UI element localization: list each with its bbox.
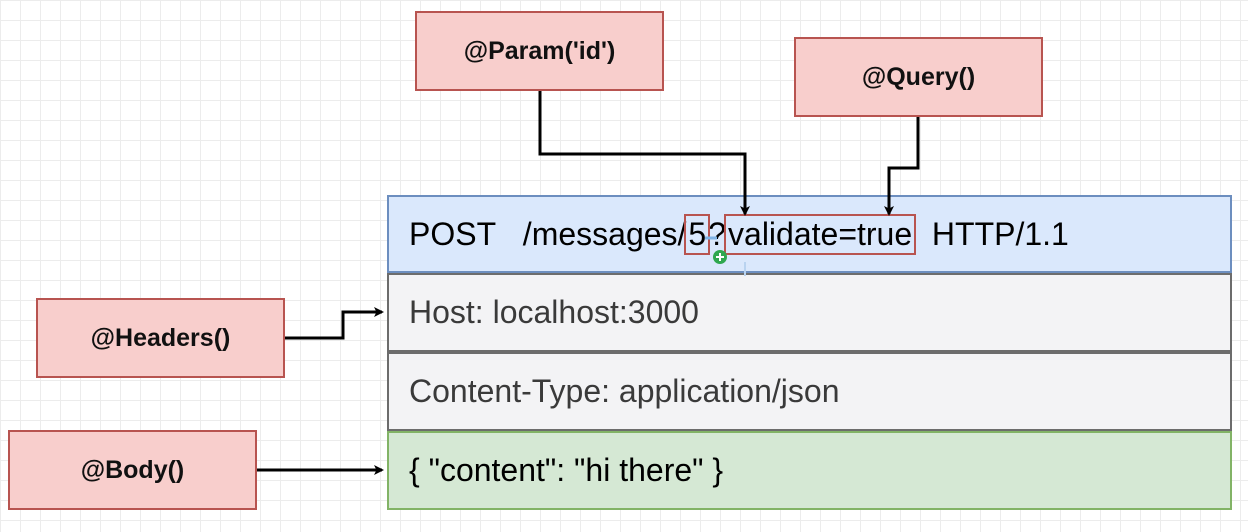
param-decorator-box[interactable]: @Param('id') xyxy=(415,11,664,91)
query-separator: ? xyxy=(708,215,727,252)
headers-decorator-box[interactable]: @Headers() xyxy=(36,298,285,378)
body-decorator-label: @Body() xyxy=(80,455,185,484)
request-path: /message xyxy=(522,215,662,252)
http-method: POST xyxy=(409,215,497,252)
request-body-text: { "content": "hi there" } xyxy=(409,452,724,488)
query-decorator-label: @Query() xyxy=(861,62,976,91)
content-type-header-row[interactable]: Content-Type: application/json xyxy=(387,352,1232,431)
headers-decorator-label: @Headers() xyxy=(90,323,231,352)
host-header-text: Host: localhost:3000 xyxy=(409,294,699,330)
request-body-row[interactable]: { "content": "hi there" } xyxy=(387,431,1232,510)
host-header-row[interactable]: Host: localhost:3000 xyxy=(387,273,1232,352)
query-string[interactable]: validate=true xyxy=(724,213,917,255)
route-param-id[interactable]: 5 xyxy=(684,213,711,255)
http-protocol: HTTP/1.1 xyxy=(931,215,1069,252)
body-decorator-box[interactable]: @Body() xyxy=(8,430,257,510)
query-decorator-box[interactable]: @Query() xyxy=(794,37,1043,117)
param-decorator-label: @Param('id') xyxy=(463,36,616,65)
request-path-tail: s/ xyxy=(661,215,687,252)
headers-connector-arrow xyxy=(285,307,384,340)
content-type-header-text: Content-Type: application/json xyxy=(409,373,840,409)
